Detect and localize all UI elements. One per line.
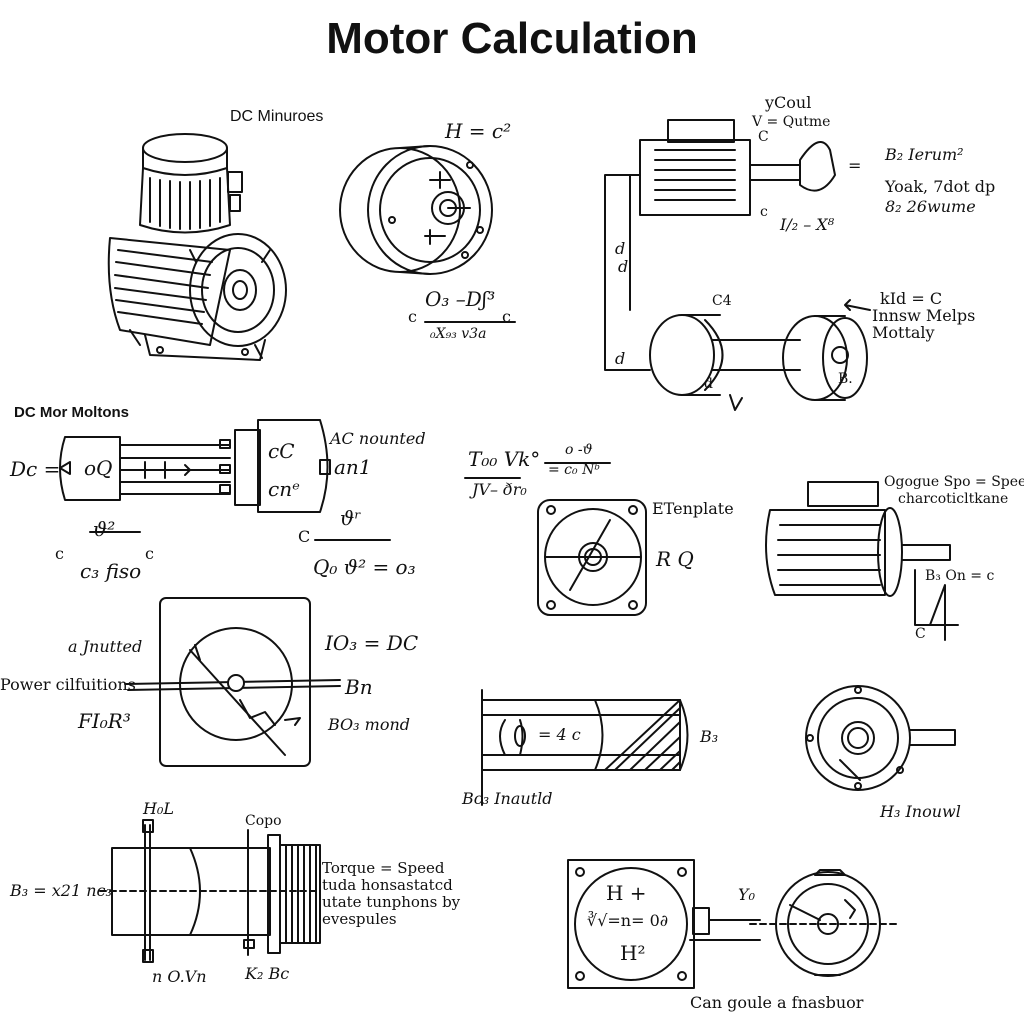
formula-b3-x21: B₃ = x21 nc₃ — [10, 881, 112, 900]
dc-motor-illustration — [107, 133, 287, 361]
label-bo3-mond: BO₃ mond — [328, 715, 411, 734]
hatched-section — [481, 689, 689, 806]
label-bc3-inautld: Bc₃ Inautld — [462, 789, 553, 808]
label-oq: oQ — [84, 456, 113, 480]
formula-xg3-v3a: ₀X₉₃ v3a — [430, 326, 487, 342]
round-motor-front — [339, 145, 493, 275]
belt-drive-system — [604, 119, 871, 411]
label-v-qutime: V = Qutme — [752, 114, 831, 130]
label-copo: Copo — [245, 813, 282, 829]
label-dc-minutes: DC Minuroes — [230, 108, 324, 125]
dc-motor-schematic — [59, 419, 391, 541]
label-s2-26: 8₂ 26wume — [885, 197, 976, 216]
formula-h2: H² — [620, 941, 646, 965]
label-power-cilfuitions: Power cilfuitions — [0, 675, 136, 694]
label-ac-nounted: AC nounted — [330, 429, 426, 448]
label-b3-right: B₃ — [700, 727, 719, 746]
label-h3-inouwl: H₃ Inouwl — [880, 802, 961, 821]
label-yoak: Yoak, 7dot dp — [885, 177, 996, 196]
label-bn: Bn — [345, 675, 373, 699]
label-c-left-2: c — [55, 544, 64, 563]
label-cc: cC — [268, 439, 295, 463]
label-innsw: Innsw Melps — [872, 306, 976, 325]
label-kid-c: kId = C — [880, 289, 943, 308]
formula-c-n-fraction: = c₀ Nᵇ — [548, 462, 600, 478]
label-c4: C4 — [712, 293, 732, 309]
formula-sqrt-eq: ∛√=n= 0∂ — [587, 911, 669, 930]
formula-io3-dc: IO₃ = DC — [325, 631, 419, 655]
formula-o-theta: o -ϑ — [565, 442, 593, 458]
label-d-low: d — [615, 349, 626, 368]
formula-fl0-r3: FI₀R³ — [78, 709, 131, 733]
label-nl: an1 — [334, 455, 372, 479]
formula-theta-r: ϑʳ — [340, 506, 362, 530]
label-c-right-2: c — [145, 544, 154, 563]
formula-theta2-top: ϑ² — [93, 517, 116, 541]
round-motor-lower-right — [805, 685, 956, 791]
power-circuit-box — [124, 597, 341, 767]
formula-h-c2: H = c² — [445, 119, 512, 143]
label-etemplate: ETenplate — [652, 499, 734, 518]
label-a-jnutted: a Jnutted — [68, 637, 143, 656]
label-hol: H₀L — [143, 799, 174, 818]
side-motor-mid-right — [765, 481, 959, 641]
label-d-small: d — [704, 376, 713, 392]
page-title: Motor Calculation — [326, 14, 698, 63]
formula-o3-df3: O₃ –Dʃ³ — [425, 287, 496, 311]
formula-l2-x: I/₂ – X⁸ — [780, 215, 835, 234]
label-c-left-3: C — [298, 527, 311, 546]
formula-q-theta: Q₀ ϑ² = o₃ — [313, 555, 416, 579]
label-dc-equals: Dc = — [10, 457, 61, 481]
label-equals-dash: = — [848, 156, 862, 175]
label-n-ovn: n O.Vn — [152, 967, 207, 986]
heading-dc-mor-motions: DC Mor Moltons — [14, 404, 129, 421]
label-charco: charcoticltkane — [898, 491, 1009, 507]
label-y0: Y₀ — [738, 885, 755, 904]
label-c-small-2: c — [760, 204, 768, 220]
formula-tov: T₀₀ Vk° — [468, 447, 541, 471]
caption-can-goule: Can goule a fnasbuor — [690, 993, 864, 1012]
label-c-right-1: c — [502, 307, 511, 326]
label-b-right: B. — [838, 371, 853, 387]
label-d-vertical-1: d — [615, 239, 626, 258]
label-ycoul: yCoul — [765, 93, 812, 112]
formula-b3-on: B₃ On = c — [925, 568, 995, 584]
square-motor-plate — [464, 462, 647, 616]
shaft-coupling-drawing — [99, 819, 321, 963]
label-c-small-1: C — [758, 129, 769, 145]
label-ogogue: Ogogue Spo = Speed — [884, 474, 1024, 490]
label-d-vertical-2: d — [618, 257, 629, 276]
formula-eq-4c: = 4 c — [538, 725, 581, 744]
paragraph-torque-speed: Torque = Speed tuda honsastatcd utate tu… — [322, 859, 461, 928]
formula-b2-ierum: B₂ Ierum² — [885, 145, 964, 164]
label-mottaly: Mottaly — [872, 323, 935, 342]
label-c-small-3: C — [915, 626, 926, 642]
formula-jv-dr: JV– ðr₀ — [472, 480, 527, 499]
label-cne: cnᵉ — [268, 477, 300, 501]
round-motor-bottom-right — [749, 869, 901, 977]
formula-c3-fiso: c₃ fiso — [80, 559, 142, 583]
label-c-left-1: c — [408, 307, 417, 326]
label-r-q: R Q — [656, 547, 694, 571]
label-k2-bc: K₂ Bc — [245, 964, 290, 983]
formula-h-plus: H + — [606, 881, 647, 905]
square-plate-bottom — [567, 859, 761, 989]
